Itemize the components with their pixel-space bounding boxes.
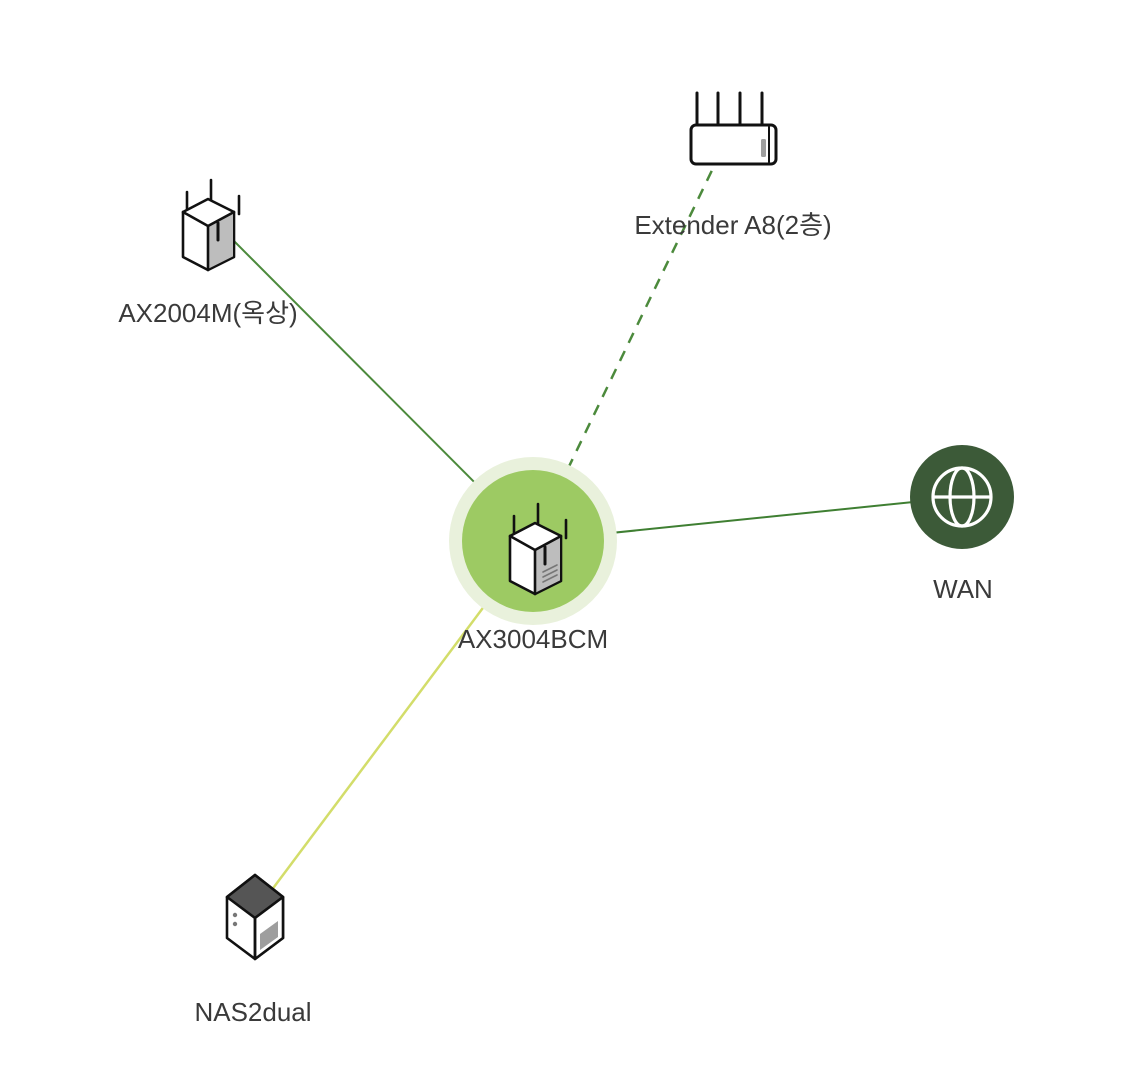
node-wan[interactable]: WAN <box>910 445 1014 604</box>
router-icon <box>689 91 778 166</box>
node-extender[interactable]: Extender A8(2층) <box>634 91 832 240</box>
globe-icon <box>931 466 993 528</box>
mesh-rooftop-label: AX2004M(옥상) <box>118 298 297 328</box>
wan-label: WAN <box>933 574 993 604</box>
mesh-router-icon <box>181 178 241 272</box>
node-mesh-rooftop[interactable]: AX2004M(옥상) <box>118 178 298 328</box>
mesh-router-icon <box>508 502 568 596</box>
node-hub[interactable]: AX3004BCM <box>449 457 617 654</box>
node-nas[interactable]: NAS2dual <box>194 873 312 1027</box>
nas-icon <box>225 873 285 961</box>
nas-label: NAS2dual <box>194 997 311 1027</box>
hub-label: AX3004BCM <box>458 624 608 654</box>
extender-label: Extender A8(2층) <box>634 210 831 240</box>
